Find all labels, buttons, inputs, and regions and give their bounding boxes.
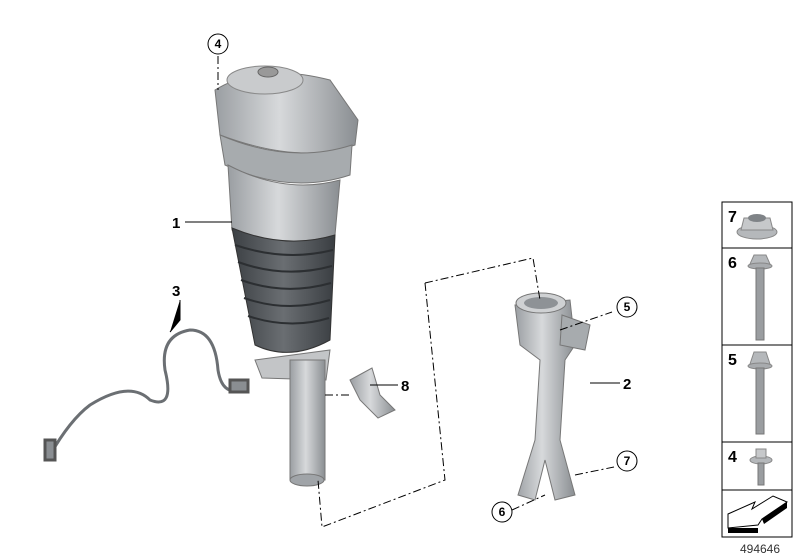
- callout-3: 3: [172, 283, 180, 300]
- washer-screw-icon: [749, 448, 773, 486]
- sensor-cable-illustration: [43, 328, 250, 462]
- callout-4: 4: [207, 33, 229, 55]
- assembly-guide-lines: [217, 56, 615, 528]
- air-strut-illustration: [214, 65, 359, 487]
- svg-text:7: 7: [624, 454, 631, 468]
- callout-8: 8: [401, 378, 409, 395]
- svg-text:6: 6: [499, 505, 506, 519]
- fastener-panel: 7 6 5 4: [721, 201, 793, 538]
- strut-fork-illustration: [514, 292, 591, 501]
- leader-lines: [169, 221, 620, 386]
- callout-2: 2: [623, 376, 631, 393]
- callout-5: 5: [616, 296, 638, 318]
- diagram-id: 494646: [740, 542, 780, 556]
- hex-bolt-icon: [747, 351, 773, 435]
- svg-text:4: 4: [215, 37, 222, 51]
- view-direction-arrow-icon: [727, 495, 789, 533]
- bracket-illustration: [349, 367, 396, 419]
- callout-1: 1: [172, 215, 180, 232]
- callout-6: 6: [491, 501, 513, 523]
- long-hex-bolt-icon: [747, 254, 773, 341]
- flange-nut-icon: [736, 214, 778, 240]
- svg-text:5: 5: [624, 300, 631, 314]
- panel-number-6: 6: [728, 255, 737, 272]
- callout-7: 7: [616, 450, 638, 472]
- panel-number-7: 7: [728, 209, 737, 226]
- panel-number-5: 5: [728, 352, 737, 369]
- panel-number-4: 4: [728, 449, 737, 466]
